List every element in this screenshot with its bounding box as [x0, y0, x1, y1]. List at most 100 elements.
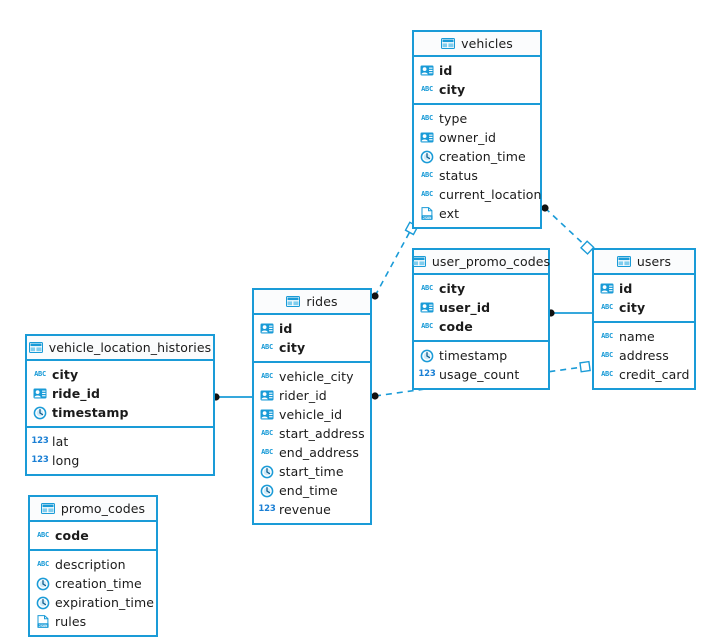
relationship-endpoint-dot	[541, 204, 549, 212]
table-icon	[441, 37, 456, 51]
entity-header-promo_codes[interactable]: promo_codes	[30, 497, 156, 522]
field-name: revenue	[279, 502, 331, 517]
field-name: type	[439, 111, 468, 126]
abc-icon: ABC	[601, 370, 613, 378]
field-row[interactable]: id	[414, 61, 540, 80]
clock-icon	[33, 406, 47, 420]
field-row[interactable]: user_id	[414, 298, 548, 317]
key-id-icon	[420, 64, 434, 78]
field-name: timestamp	[439, 348, 508, 363]
abc-icon: ABC	[601, 303, 613, 311]
field-row[interactable]: creation_time	[30, 574, 156, 593]
entity-header-user_promo_codes[interactable]: user_promo_codes	[411, 250, 550, 275]
field-row[interactable]: rider_id	[254, 386, 370, 405]
field-row[interactable]: creation_time	[414, 147, 540, 166]
relationship-endpoint-dot	[371, 292, 379, 300]
abc-icon: ABC	[261, 343, 273, 351]
field-row[interactable]: id	[254, 319, 370, 338]
123-icon: 123	[418, 369, 436, 380]
entity-header-vehicle_location_histories[interactable]: vehicle_location_histories	[27, 336, 213, 361]
entity-title: vehicles	[461, 36, 513, 51]
relationship-line	[374, 223, 415, 297]
field-name: end_time	[279, 483, 338, 498]
key-id-icon	[420, 301, 434, 315]
svg-text:JSON: JSON	[423, 216, 432, 220]
field-name: id	[279, 321, 293, 336]
abc-icon: ABC	[601, 332, 613, 340]
field-name: id	[619, 281, 633, 296]
field-row[interactable]: ABC credit_card	[594, 365, 694, 384]
field-row[interactable]: id	[594, 279, 694, 298]
table-icon	[286, 295, 301, 309]
field-row[interactable]: timestamp	[27, 403, 213, 422]
key-id-icon	[600, 282, 614, 296]
relationship-rel-upc-users[interactable]	[547, 309, 592, 317]
field-name: rules	[55, 614, 87, 629]
field-name: current_location	[439, 187, 542, 202]
abc-icon: ABC	[37, 531, 49, 539]
field-row[interactable]: JSON rules	[30, 612, 156, 631]
relationship-rel-vlh-rides[interactable]	[212, 393, 252, 401]
table-icon	[616, 255, 631, 269]
field-row[interactable]: end_time	[254, 481, 370, 500]
abc-icon: ABC	[37, 560, 49, 568]
entity-header-users[interactable]: users	[594, 250, 694, 275]
relationship-rel-vehicles-users[interactable]	[541, 204, 595, 255]
field-row[interactable]: ride_id	[27, 384, 213, 403]
field-row[interactable]: expiration_time	[30, 593, 156, 612]
field-row[interactable]: owner_id	[414, 128, 540, 147]
field-row[interactable]: ABC current_location	[414, 185, 542, 204]
key-id-icon	[33, 387, 47, 401]
field-name: credit_card	[619, 367, 690, 382]
field-row[interactable]: vehicle_id	[254, 405, 370, 424]
entity-header-vehicles[interactable]: vehicles	[414, 32, 540, 57]
field-row[interactable]: timestamp	[414, 346, 548, 365]
key-id-icon	[260, 322, 274, 336]
field-name: timestamp	[52, 405, 129, 420]
abc-icon: ABC	[421, 284, 433, 292]
entity-header-rides[interactable]: rides	[254, 290, 370, 315]
relationship-rel-rides-vehicles[interactable]	[371, 221, 419, 300]
abc-icon: ABC	[421, 171, 433, 179]
entity-title: promo_codes	[60, 501, 146, 516]
clock-icon	[260, 484, 274, 498]
svg-text:JSON: JSON	[39, 624, 48, 628]
table-icon	[40, 502, 55, 516]
abc-icon: ABC	[421, 190, 433, 198]
field-name: expiration_time	[55, 595, 155, 610]
field-row[interactable]: start_time	[254, 462, 370, 481]
abc-icon: ABC	[421, 85, 433, 93]
